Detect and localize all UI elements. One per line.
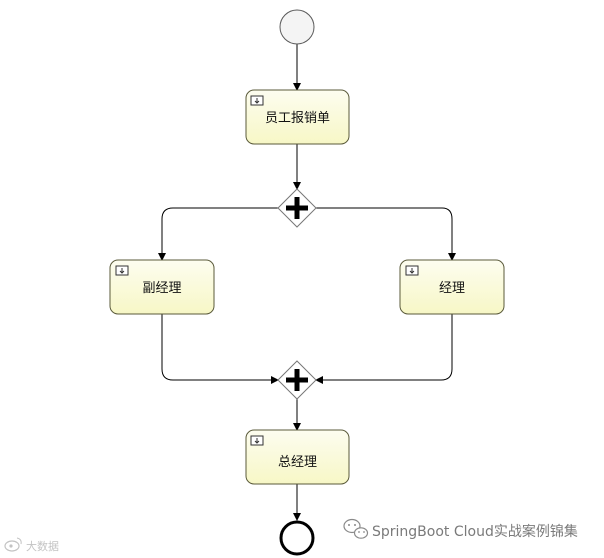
flow-fork-to-deputy[interactable] <box>158 207 279 261</box>
user-task-icon <box>250 435 264 446</box>
start-event[interactable] <box>279 9 315 45</box>
flow-fork-to-manager[interactable] <box>315 207 456 261</box>
fork-parallel-gateway[interactable] <box>277 188 317 228</box>
weibo-logo-icon <box>4 537 22 552</box>
sequence-flows <box>158 44 456 521</box>
user-task-icon <box>250 95 264 106</box>
task-employee-expense-label: 员工报销单 <box>265 111 330 126</box>
flow-manager-to-join[interactable] <box>315 314 453 384</box>
watermark-left: 大数据 <box>4 537 59 553</box>
user-task-icon <box>405 265 419 276</box>
join-parallel-gateway[interactable] <box>277 360 317 400</box>
task-general-manager-label: 总经理 <box>278 455 317 470</box>
task-general-manager[interactable]: 总经理 <box>245 429 350 485</box>
parallel-gateway-plus-icon <box>286 369 308 391</box>
parallel-gateway-plus-icon <box>286 197 308 219</box>
wechat-logo-icon <box>343 518 369 539</box>
task-deputy-manager[interactable]: 副经理 <box>109 259 215 315</box>
task-manager[interactable]: 经理 <box>399 259 505 315</box>
end-event[interactable] <box>279 520 315 556</box>
task-deputy-manager-label: 副经理 <box>142 281 181 296</box>
task-manager-label: 经理 <box>439 281 465 296</box>
watermark-right: SpringBoot Cloud实战案例锦集 <box>343 518 578 540</box>
flow-deputy-to-join[interactable] <box>161 314 279 384</box>
watermark-right-text: SpringBoot Cloud实战案例锦集 <box>372 523 578 540</box>
user-task-icon <box>115 265 129 276</box>
watermark-left-text: 大数据 <box>26 539 59 553</box>
task-employee-expense[interactable]: 员工报销单 <box>245 89 350 145</box>
